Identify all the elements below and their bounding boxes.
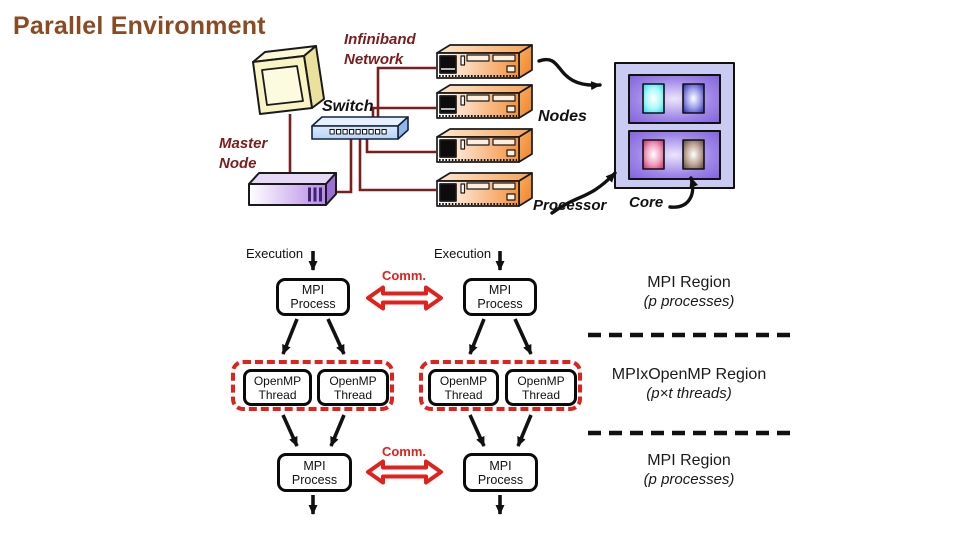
openmp-thread-box-1: OpenMP Thread bbox=[243, 369, 312, 406]
page-title: Parallel Environment bbox=[13, 12, 266, 40]
mpi-process-box-top-right: MPI Process bbox=[463, 278, 537, 316]
core-label: Core bbox=[629, 194, 664, 211]
openmp-thread-line2: Thread bbox=[333, 387, 373, 402]
crt-monitor-icon bbox=[252, 45, 325, 115]
region-name: MPI Region bbox=[647, 274, 731, 291]
region-row-hybrid: MPIxOpenMP Region (p×t threads) bbox=[585, 365, 793, 404]
execution-arrows bbox=[281, 251, 533, 515]
thread-group-left bbox=[231, 360, 394, 411]
core-cyan bbox=[642, 83, 665, 114]
mpi-process-line1: MPI bbox=[488, 283, 512, 297]
mpi-process-box-top-left: MPI Process bbox=[276, 278, 350, 316]
openmp-thread-line1: OpenMP bbox=[253, 373, 302, 388]
openmp-thread-line1: OpenMP bbox=[329, 373, 377, 388]
master-node-icon bbox=[248, 172, 337, 206]
annotation-arrows bbox=[537, 57, 699, 215]
region-detail: (p processes) bbox=[643, 471, 735, 488]
compute-nodes bbox=[436, 44, 533, 207]
openmp-thread-line2: Thread bbox=[258, 387, 297, 402]
mpi-process-line1: MPI bbox=[303, 458, 326, 473]
mpi-process-line2: Process bbox=[290, 297, 336, 311]
mpi-process-line1: MPI bbox=[301, 283, 325, 297]
region-detail: (p×t threads) bbox=[646, 385, 732, 402]
openmp-thread-line1: OpenMP bbox=[439, 373, 488, 388]
network-switch-icon bbox=[311, 116, 409, 140]
region-row-mpi-top: MPI Region (p processes) bbox=[585, 273, 793, 312]
node-icon-3 bbox=[436, 128, 533, 163]
region-row-mpi-bottom: MPI Region (p processes) bbox=[585, 451, 793, 490]
core-blue bbox=[682, 83, 705, 114]
core-pink bbox=[642, 139, 665, 170]
mpi-process-line1: MPI bbox=[489, 458, 512, 473]
region-name: MPIxOpenMP Region bbox=[611, 366, 767, 383]
comm-label-top: Comm. bbox=[381, 268, 427, 283]
processor-pointer-arrow bbox=[550, 171, 617, 215]
node-icon-4 bbox=[436, 172, 533, 207]
mpi-process-box-bottom-right: MPI Process bbox=[463, 453, 538, 492]
mpi-process-line2: Process bbox=[477, 472, 524, 487]
mpi-process-line2: Process bbox=[477, 297, 523, 311]
infiniband-network-label: Infiniband Network bbox=[344, 31, 416, 69]
openmp-thread-box-4: OpenMP Thread bbox=[505, 369, 577, 406]
nodes-to-board-arrow bbox=[537, 57, 602, 91]
execution-label-right: Execution bbox=[434, 246, 492, 261]
region-detail: (p processes) bbox=[643, 293, 735, 310]
processor-label: Processor bbox=[533, 197, 607, 214]
core-brown bbox=[682, 139, 705, 170]
node-icon-2 bbox=[436, 84, 533, 119]
core-pointer-arrow bbox=[668, 176, 699, 209]
comm-label-bottom: Comm. bbox=[381, 444, 427, 459]
openmp-thread-box-2: OpenMP Thread bbox=[317, 369, 389, 406]
openmp-thread-line2: Thread bbox=[444, 387, 483, 402]
openmp-thread-line2: Thread bbox=[521, 387, 561, 402]
thread-group-right bbox=[419, 360, 582, 411]
processor-core-grid-icon bbox=[614, 62, 735, 189]
openmp-thread-box-3: OpenMP Thread bbox=[428, 369, 499, 406]
comm-double-arrows bbox=[366, 285, 443, 485]
switch-label: Switch bbox=[322, 98, 374, 115]
openmp-thread-line1: OpenMP bbox=[517, 373, 565, 388]
mpi-process-box-bottom-left: MPI Process bbox=[277, 453, 352, 492]
master-node-label: Master Node bbox=[219, 135, 268, 173]
nodes-label: Nodes bbox=[538, 108, 587, 125]
mpi-process-line2: Process bbox=[291, 472, 338, 487]
execution-label-left: Execution bbox=[246, 246, 304, 261]
node-icon-1 bbox=[436, 44, 533, 79]
region-name: MPI Region bbox=[647, 452, 731, 469]
region-separators bbox=[588, 332, 790, 436]
